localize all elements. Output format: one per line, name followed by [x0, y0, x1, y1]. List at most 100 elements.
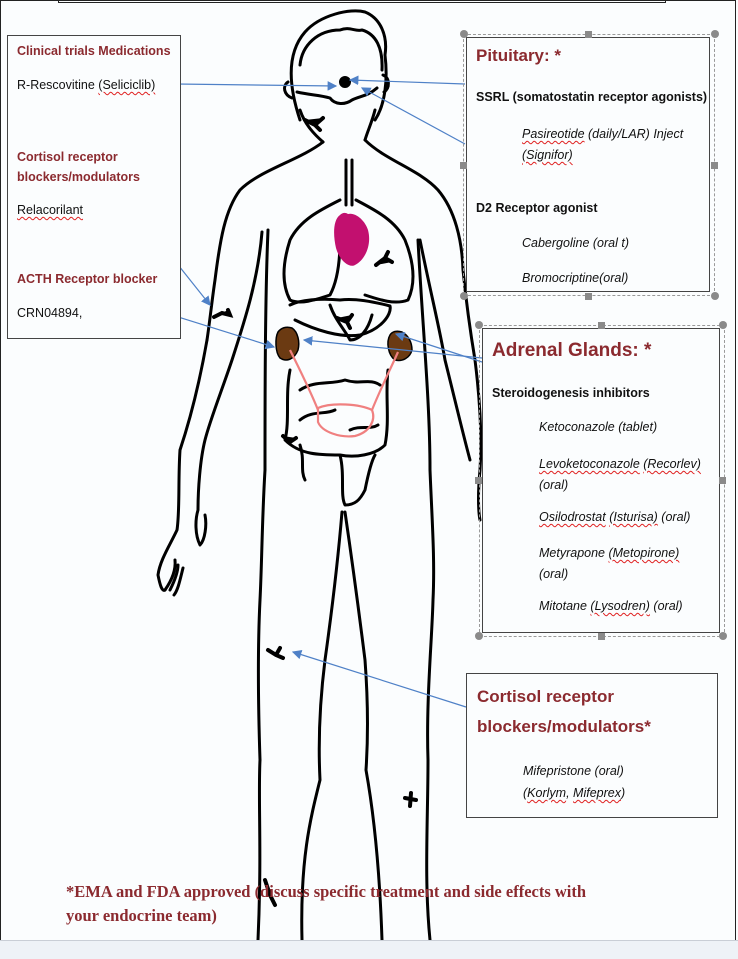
receptor-mark-stomach — [335, 313, 354, 330]
resize-handle-ne[interactable] — [711, 30, 719, 38]
trachea — [344, 158, 354, 207]
right-ureter — [370, 351, 400, 411]
resize-handle-n[interactable] — [585, 31, 592, 38]
receptor-mark-neck — [303, 116, 325, 132]
drug-brand: Mifeprex — [573, 786, 621, 800]
resize-handle-n[interactable] — [598, 322, 605, 329]
drug-metyrapone: Metyrapone (Metopirone) (oral) — [539, 543, 679, 585]
right-shoulder — [363, 138, 477, 362]
drug-cabergoline: Cabergoline (oral t) — [522, 236, 629, 250]
resize-handle-e[interactable] — [719, 477, 726, 484]
drug-pasireotide: Pasireotide (daily/LAR) Inject (Signifor… — [522, 124, 683, 166]
drug-mifepristone: Mifepristone (oral) (Korlym, Mifeprex) — [523, 760, 625, 804]
drug-mitotane: Mitotane (Lysodren) (oral) — [539, 599, 683, 613]
heading-line: Cortisol receptor — [477, 687, 614, 706]
intestines — [283, 368, 390, 507]
pituitary-gland — [339, 76, 351, 88]
inner-leg-right — [343, 510, 384, 942]
arrow-seliciclib — [175, 81, 338, 91]
left-arm-outer — [156, 338, 209, 592]
acth-heading: ACTH Receptor blocker — [17, 272, 158, 286]
left-lung — [282, 198, 342, 304]
arrow-cortisol — [291, 649, 467, 708]
resize-handle-sw[interactable] — [460, 292, 468, 300]
d2-heading: D2 Receptor agonist — [476, 201, 598, 215]
receptor-mark-knee — [403, 791, 418, 808]
liver — [288, 297, 392, 338]
receptor-mark-shin — [263, 878, 277, 907]
pituitary-heading: Pituitary: * — [476, 46, 562, 65]
pituitary-box: Pituitary: * SSRL (somatostatin receptor… — [466, 37, 710, 292]
drug-brand: (Signifor) — [522, 148, 573, 162]
left-ureter — [289, 349, 320, 411]
ssrl-heading: SSRL (somatostatin receptor agonists) — [476, 90, 708, 104]
drug-name: Osilodrostat — [539, 510, 606, 524]
receptor-mark-chest — [374, 250, 394, 267]
drug-name: Mitotane — [539, 599, 591, 613]
top-strip — [58, 0, 666, 3]
arrow-ssrl — [348, 75, 466, 86]
drug-ketoconazole: Ketoconazole (tablet) — [539, 420, 658, 434]
torso-right-side — [416, 238, 436, 942]
clinical-trials-box: Clinical trials Medications R-Rescovitin… — [7, 35, 181, 339]
right-lung — [354, 198, 415, 304]
steroidogenesis-heading: Steroidogenesis inhibitors — [492, 386, 650, 400]
adrenal-heading: Adrenal Glands: * — [492, 340, 652, 361]
heading-line: Cortisol receptor — [17, 150, 118, 164]
resize-handle-s[interactable] — [585, 293, 592, 300]
drug-bromocriptine: Bromocriptine(oral) — [522, 271, 629, 285]
footnote-line: your endocrine team) — [66, 906, 217, 925]
left-ear — [283, 80, 294, 100]
resize-handle-se[interactable] — [719, 632, 727, 640]
left-arm-inner — [194, 230, 264, 547]
cortisol-receptor-heading: Cortisol receptor blockers/modulators — [17, 147, 140, 187]
drug-crn04894: CRN04894, — [17, 306, 83, 320]
heading-line: blockers/modulators — [17, 170, 140, 184]
arrow-adrenal-left — [302, 336, 483, 359]
drug-seliciclib: R-Rescovitine (Seliciclib) — [17, 78, 155, 92]
brain-base — [295, 86, 379, 105]
drug-route: (oral) — [657, 510, 691, 524]
drug-detail: (daily/LAR) Inject — [584, 127, 684, 141]
cortisol-approved-heading: Cortisol receptor blockers/modulators* — [477, 682, 651, 742]
right-arm-outer — [473, 358, 483, 522]
drug-name: R-Rescovitine — [17, 78, 95, 92]
resize-handle-e[interactable] — [711, 162, 718, 169]
drug-brand: (Metopirone) — [608, 546, 680, 560]
drug-osilodrostat: Osilodrostat (Isturisa) (oral) — [539, 510, 690, 524]
resize-handle-s[interactable] — [598, 633, 605, 640]
resize-handle-nw[interactable] — [475, 321, 483, 329]
drug-brand: (Recorlev) — [643, 457, 701, 471]
resize-handle-w[interactable] — [475, 477, 482, 484]
resize-handle-w[interactable] — [460, 162, 467, 169]
inner-leg-left — [300, 510, 344, 942]
footnote-line: *EMA and FDA approved (discuss specific … — [66, 882, 587, 901]
drug-alt-name: (Seliciclib) — [98, 78, 156, 92]
resize-handle-sw[interactable] — [475, 632, 483, 640]
drug-name: Levoketoconazole — [539, 457, 640, 471]
cortisol-approved-box: Cortisol receptor blockers/modulators* M… — [466, 673, 718, 818]
drug-route: (oral) — [539, 478, 569, 492]
clinical-trials-heading: Clinical trials Medications — [17, 44, 171, 58]
drug-name: Mifepristone (oral) — [523, 764, 624, 778]
drug-levoketoconazole: Levoketoconazole (Recorlev) (oral) — [539, 454, 701, 496]
left-shoulder — [205, 140, 325, 342]
jaw-left — [298, 108, 325, 144]
left-hand — [163, 558, 185, 597]
resize-handle-se[interactable] — [711, 292, 719, 300]
right-arm-inner — [418, 238, 472, 462]
arrow-adrenal-right — [394, 332, 483, 363]
drug-name: Pasireotide — [522, 127, 585, 141]
resize-handle-nw[interactable] — [460, 30, 468, 38]
resize-handle-ne[interactable] — [719, 321, 727, 329]
arrow-d2 — [360, 87, 466, 145]
adrenal-box: Adrenal Glands: * Steroidogenesis inhibi… — [482, 328, 720, 633]
receptor-mark-gut — [281, 434, 298, 445]
receptor-mark-thigh — [266, 646, 285, 660]
jaw-right — [363, 108, 377, 142]
separator: , — [566, 786, 574, 800]
heart — [334, 212, 370, 266]
approval-footnote: *EMA and FDA approved (discuss specific … — [66, 880, 666, 928]
drug-brand: Korlym — [527, 786, 567, 800]
